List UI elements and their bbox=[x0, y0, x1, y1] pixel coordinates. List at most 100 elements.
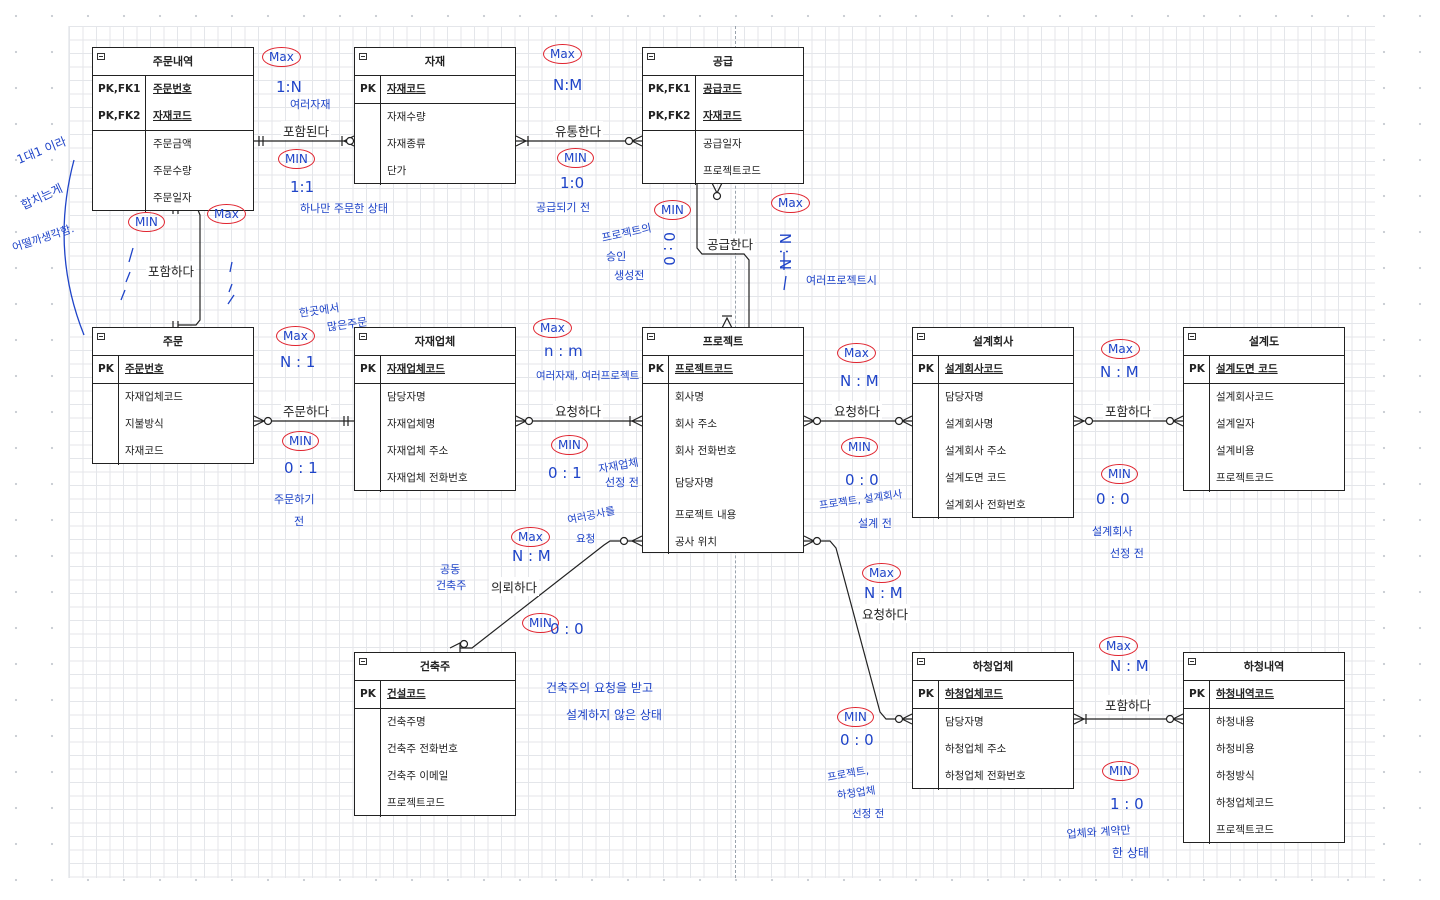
relationship-label[interactable]: 공급한다 bbox=[705, 234, 756, 253]
cardinality-note: 0 : 0 bbox=[840, 731, 874, 749]
key-field: 건설코드 bbox=[387, 688, 426, 700]
attribute-field: 프로젝트코드 bbox=[703, 165, 761, 177]
attribute-field: 자재수량 bbox=[387, 111, 426, 123]
attribute-field: 프로젝트코드 bbox=[387, 797, 445, 809]
attribute-field: 하청방식 bbox=[1216, 770, 1255, 782]
cardinality-note: N : M bbox=[1110, 657, 1149, 675]
attribute-field: 건축주 전화번호 bbox=[387, 743, 458, 755]
attribute-field: 공급일자 bbox=[703, 138, 742, 150]
cardinality-note: 0 : 0 bbox=[550, 620, 584, 638]
relationship-label[interactable]: 요청하다 bbox=[553, 401, 604, 420]
attribute-field: 주문금액 bbox=[153, 138, 192, 150]
attribute-field: 단가 bbox=[387, 165, 407, 177]
collapse-icon[interactable] bbox=[359, 658, 367, 665]
key-type: PK bbox=[355, 76, 381, 103]
annotation-note: 건축주 bbox=[436, 579, 467, 592]
entity-title: 하청내역 bbox=[1243, 660, 1285, 673]
key-type: PK,FK1 bbox=[643, 76, 696, 103]
relationship-label[interactable]: 포함하다 bbox=[146, 261, 197, 280]
relationship-label[interactable]: 포함된다 bbox=[281, 121, 332, 140]
min-tag: MIN bbox=[278, 149, 315, 169]
relationship-label[interactable]: 주문하다 bbox=[281, 401, 332, 420]
key-type: PK bbox=[355, 681, 381, 708]
key-field: 프로젝트코드 bbox=[675, 363, 733, 375]
collapse-icon[interactable] bbox=[1188, 333, 1196, 340]
cardinality-note: 0 : 0 bbox=[845, 471, 879, 489]
attribute-field: 회사명 bbox=[675, 391, 704, 403]
relationship-label[interactable]: 요청하다 bbox=[832, 401, 883, 420]
collapse-icon[interactable] bbox=[97, 53, 105, 60]
entity-title: 하청업체 bbox=[972, 660, 1014, 673]
collapse-icon[interactable] bbox=[917, 658, 925, 665]
key-field: 자재코드 bbox=[703, 110, 742, 122]
attribute-field: 설계비용 bbox=[1216, 445, 1255, 457]
annotation-note: 여러프로젝트시 bbox=[806, 274, 877, 287]
min-tag: MIN bbox=[551, 435, 588, 455]
max-tag: Max bbox=[837, 343, 876, 363]
attribute-field: 하청업체코드 bbox=[1216, 797, 1274, 809]
entity-title: 주문 bbox=[162, 335, 184, 348]
collapse-icon[interactable] bbox=[359, 333, 367, 340]
annotation-note: 설계 전 bbox=[858, 517, 892, 530]
attribute-field: 주문수량 bbox=[153, 165, 192, 177]
entity-title: 건축주 bbox=[419, 660, 451, 673]
annotation-note: 전 bbox=[294, 515, 305, 528]
min-tag: MIN bbox=[1102, 761, 1139, 781]
cardinality-note: 1:0 bbox=[560, 174, 585, 192]
entity-title: 주문내역 bbox=[152, 55, 194, 68]
collapse-icon[interactable] bbox=[359, 53, 367, 60]
collapse-icon[interactable] bbox=[97, 333, 105, 340]
entity-title: 프로젝트 bbox=[702, 335, 744, 348]
key-type: PK bbox=[93, 356, 119, 383]
attribute-field: 회사 전화번호 bbox=[675, 445, 737, 457]
min-tag: MIN bbox=[282, 431, 319, 451]
annotation-note: 한 상태 bbox=[1112, 846, 1149, 860]
max-tag: Max bbox=[543, 44, 582, 64]
max-tag: Max bbox=[1101, 339, 1140, 359]
annotation-note: 여러자재 bbox=[290, 98, 331, 111]
relationship-label[interactable]: 포함하다 bbox=[1103, 695, 1154, 714]
entity-title: 설계도 bbox=[1248, 335, 1280, 348]
attribute-field: 공사 위치 bbox=[675, 536, 717, 548]
attribute-field: 설계회사명 bbox=[945, 418, 994, 430]
cardinality-note: N : M bbox=[840, 372, 879, 390]
cardinality-note: 1:1 bbox=[290, 178, 315, 196]
cardinality-note: 0 : 0 bbox=[1096, 490, 1130, 508]
entity-title: 자재 bbox=[424, 55, 446, 68]
relationship-label[interactable]: 의뢰하다 bbox=[489, 577, 540, 596]
attribute-field: 하청비용 bbox=[1216, 743, 1255, 755]
attribute-field: 자재업체명 bbox=[387, 418, 436, 430]
min-tag: MIN bbox=[837, 707, 874, 727]
collapse-icon[interactable] bbox=[647, 53, 655, 60]
bracket-mark bbox=[63, 159, 85, 336]
attribute-field: 자재코드 bbox=[125, 445, 164, 457]
attribute-field: 프로젝트코드 bbox=[1216, 472, 1274, 484]
annotation-note: 건축주의 요청을 받고 bbox=[546, 681, 653, 695]
annotation-note: 여러자재, 여러프로젝트 bbox=[536, 370, 640, 382]
attribute-field: 담당자명 bbox=[945, 716, 984, 728]
collapse-icon[interactable] bbox=[917, 333, 925, 340]
key-field: 주문번호 bbox=[125, 363, 164, 375]
annotation-note: 주문하기 bbox=[274, 493, 315, 506]
attribute-field: 회사 주소 bbox=[675, 418, 717, 430]
cardinality-note: N : M bbox=[1100, 363, 1139, 381]
relationship-label[interactable]: 요청하다 bbox=[860, 604, 911, 623]
collapse-icon[interactable] bbox=[647, 333, 655, 340]
collapse-icon[interactable] bbox=[1188, 658, 1196, 665]
relationship-label[interactable]: 유통한다 bbox=[553, 121, 604, 140]
relationship-label[interactable]: 포함하다 bbox=[1103, 401, 1154, 420]
cardinality-note: 1:N bbox=[276, 78, 302, 96]
attribute-field: 건축주명 bbox=[387, 716, 426, 728]
